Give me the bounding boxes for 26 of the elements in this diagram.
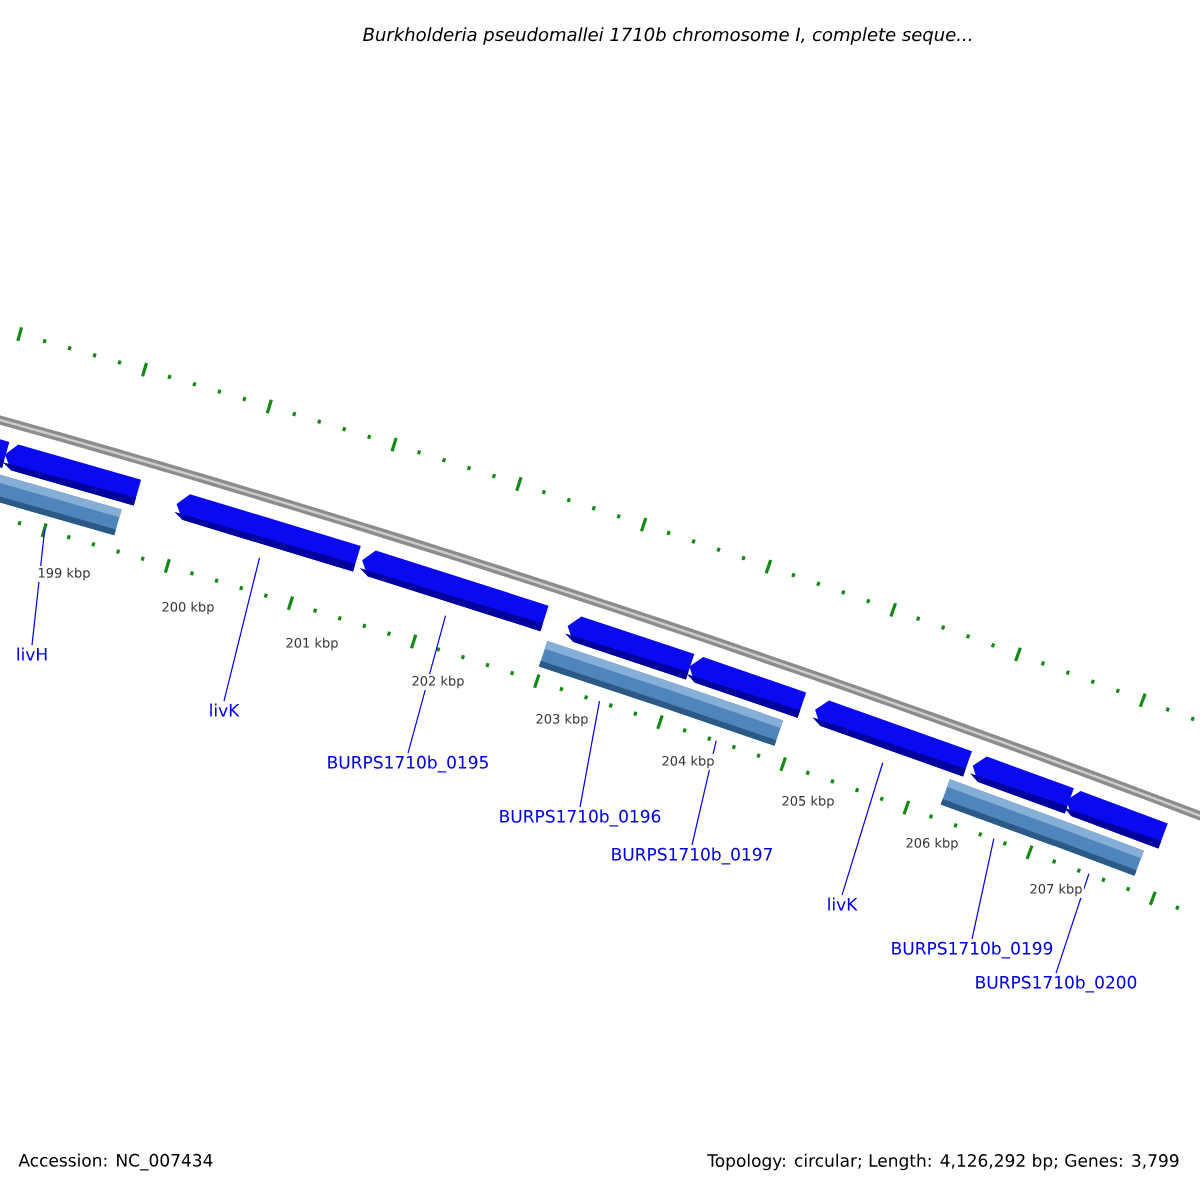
gene-block xyxy=(565,616,695,680)
gene-block xyxy=(1063,790,1168,849)
gene-label: BURPS1710b_0199 xyxy=(892,941,1053,959)
gene-label: BURPS1710b_0195 xyxy=(328,755,488,773)
gene-block xyxy=(2,444,142,506)
leader-line xyxy=(223,557,261,702)
title: Burkholderia pseudomallei 1710b chromosome I, complete seque... xyxy=(363,27,971,45)
leader-line xyxy=(971,838,995,940)
gene-label: livH xyxy=(17,647,47,661)
gene-block xyxy=(174,494,361,572)
gene-block xyxy=(812,700,972,777)
gene-block xyxy=(359,550,549,632)
leader-line xyxy=(1055,873,1090,974)
gene-block xyxy=(970,756,1074,814)
gene-block xyxy=(686,657,807,718)
gene-label: BURPS1710b_0196 xyxy=(500,809,661,827)
leader-line xyxy=(31,529,46,646)
gene-label: livK xyxy=(210,703,240,717)
leader-line xyxy=(841,762,884,896)
gene-label: BURPS1710b_0197 xyxy=(612,847,772,865)
gene-label: BURPS1710b_0200 xyxy=(976,975,1137,993)
footer-text: Accession: NC_007434 xyxy=(18,1153,213,1171)
leader-line xyxy=(407,615,447,754)
gene-label: livK xyxy=(828,897,858,911)
leader-line xyxy=(579,700,601,808)
footer-text: Topology: circular; Length: 4,126,292 bp; Genes: 3,799 xyxy=(707,1153,1179,1171)
